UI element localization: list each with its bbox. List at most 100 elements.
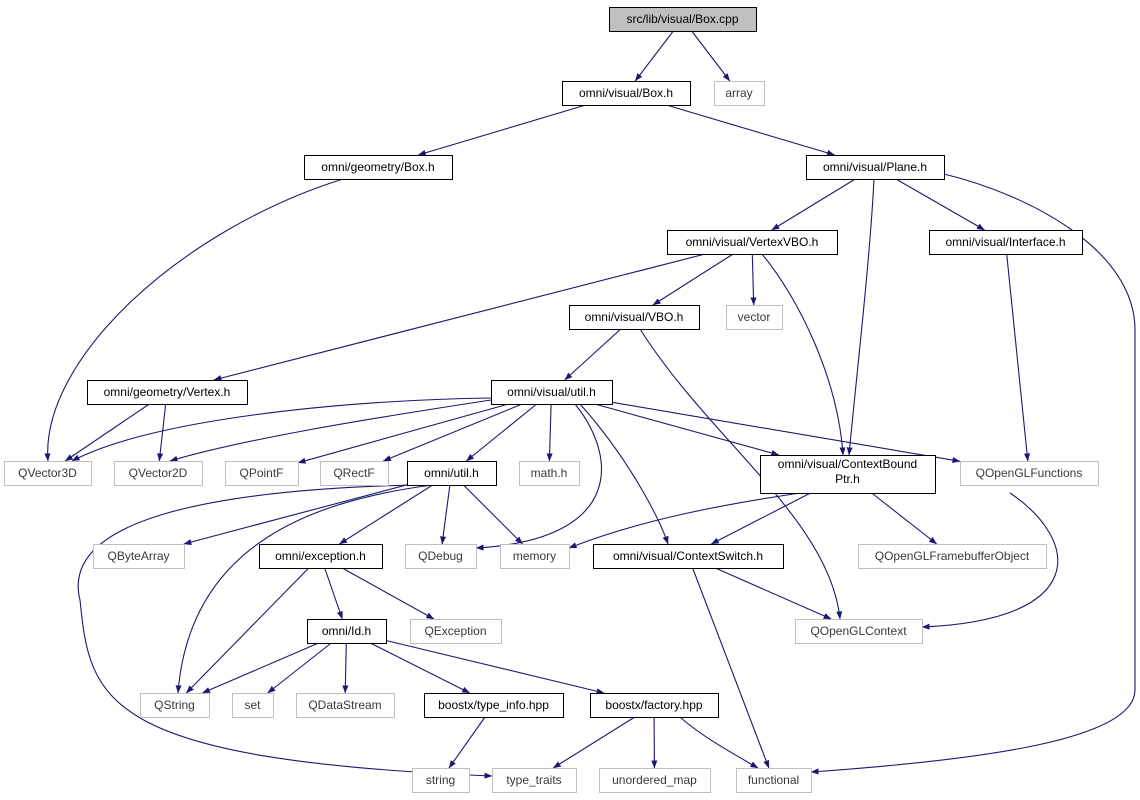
node-label: omni/visual/util.h <box>507 385 596 399</box>
node-label: omni/visual/Plane.h <box>823 160 927 174</box>
node-string: string <box>412 768 470 793</box>
node-qrectf: QRectF <box>320 461 389 486</box>
node-label: boostx/type_info.hpp <box>438 698 549 712</box>
node-box <box>569 305 700 330</box>
node-box <box>760 455 936 494</box>
node-label: omni/util.h <box>424 466 479 480</box>
node-geom_box[interactable]: omni/geometry/Box.h <box>304 155 453 180</box>
edge-root-to-visual_box <box>634 30 674 82</box>
node-visual_util[interactable]: omni/visual/util.h <box>491 380 613 405</box>
node-qdebug: QDebug <box>405 544 477 569</box>
node-label: QException <box>424 624 486 638</box>
edge-exception-to-qexception <box>341 567 435 620</box>
edge-geom_vertex-to-qvector3d <box>64 403 150 462</box>
node-layer: src/lib/visual/Box.cpp omni/visual/Box.h a… <box>4 7 1099 793</box>
node-vertexvbo[interactable]: omni/visual/VertexVBO.h <box>667 230 838 255</box>
node-box <box>806 155 945 180</box>
edge-omni_util-to-qdebug <box>440 484 451 545</box>
node-functional: functional <box>736 768 812 793</box>
edge-contextbound-to-contextswitch <box>710 492 811 545</box>
node-label: array <box>725 86 752 100</box>
edge-vertexvbo-to-vbo <box>652 253 734 306</box>
edge-plane-to-interface <box>895 178 985 231</box>
node-box <box>795 619 923 644</box>
edge-interface-to-qopenglfunctions <box>1006 253 1031 462</box>
edge-contextswitch-to-qopenglcontext <box>715 567 832 620</box>
node-vbo[interactable]: omni/visual/VBO.h <box>569 305 700 330</box>
node-label: boostx/factory.hpp <box>605 698 702 712</box>
node-box <box>320 461 389 486</box>
edge-omni_id-to-factory <box>385 639 605 695</box>
node-box <box>929 230 1083 255</box>
node-box <box>609 7 757 32</box>
edge-visual_box-to-plane <box>666 104 835 156</box>
node-box <box>304 155 453 180</box>
node-label: omni/visual/VertexVBO.h <box>686 235 819 249</box>
edge-vertexvbo-to-vector <box>750 253 757 306</box>
edge-visual_box-to-geom_box <box>417 104 586 156</box>
node-box <box>858 544 1047 569</box>
node-geom_vertex[interactable]: omni/geometry/Vertex.h <box>87 380 248 405</box>
edge-visual_util-to-math <box>546 403 553 462</box>
node-interface[interactable]: omni/visual/Interface.h <box>929 230 1083 255</box>
node-label: QVector3D <box>18 466 77 480</box>
node-box <box>307 619 387 644</box>
node-label: QDataStream <box>308 698 381 712</box>
node-array: array <box>714 81 765 106</box>
node-box <box>225 461 299 486</box>
node-memory: memory <box>500 544 570 569</box>
edge-plane-to-vertexvbo <box>771 178 856 231</box>
node-box <box>599 768 711 793</box>
node-box <box>87 380 248 405</box>
node-box <box>590 693 719 718</box>
node-label: QOpenGLFramebufferObject <box>875 549 1030 563</box>
node-box <box>412 768 470 793</box>
node-math: math.h <box>519 461 580 486</box>
edge-contextbound-to-qfbo <box>871 492 938 545</box>
node-visual_box[interactable]: omni/visual/Box.h <box>562 81 691 106</box>
node-label: QVector2D <box>129 466 188 480</box>
node-vector: vector <box>726 305 783 330</box>
node-label: omni/visual/ContextSwitch.h <box>613 549 763 563</box>
node-box <box>492 768 577 793</box>
node-label: type_traits <box>506 773 561 787</box>
node-label: omni/visual/Box.h <box>579 86 673 100</box>
edge-omni_util-to-exception <box>339 484 433 545</box>
node-root[interactable]: src/lib/visual/Box.cpp <box>609 7 757 32</box>
node-label: QPointF <box>239 466 283 480</box>
node-box <box>296 693 395 718</box>
edge-omni_util-to-typetraits <box>77 484 493 779</box>
node-qexception: QException <box>410 619 502 644</box>
node-typeinfo[interactable]: boostx/type_info.hpp <box>424 693 564 718</box>
node-factory[interactable]: boostx/factory.hpp <box>590 693 719 718</box>
node-label: QDebug <box>418 549 463 563</box>
edge-visual_util-to-qdebug <box>475 403 602 551</box>
node-qdatastream: QDataStream <box>296 693 395 718</box>
node-exception[interactable]: omni/exception.h <box>259 544 383 569</box>
node-plane[interactable]: omni/visual/Plane.h <box>806 155 945 180</box>
edge-plane-to-functional <box>810 173 1136 775</box>
node-qfbo: QOpenGLFramebufferObject <box>858 544 1047 569</box>
edge-geom_box-to-qvector3d <box>44 178 344 462</box>
edge-contextbound-to-memory <box>568 492 801 549</box>
edge-root-to-array <box>691 30 731 82</box>
node-qpointf: QPointF <box>225 461 299 486</box>
node-omni_id[interactable]: omni/Id.h <box>307 619 387 644</box>
node-contextswitch[interactable]: omni/visual/ContextSwitch.h <box>593 544 784 569</box>
node-box <box>726 305 783 330</box>
node-box <box>519 461 580 486</box>
node-omni_util[interactable]: omni/util.h <box>407 461 497 486</box>
node-qstring: QString <box>140 693 210 718</box>
edge-vbo-to-visual_util <box>564 328 622 381</box>
edge-visual_util-to-qrectf <box>382 403 523 462</box>
node-box <box>562 81 691 106</box>
edge-omni_id-to-qstring <box>202 642 319 694</box>
node-box <box>714 81 765 106</box>
edge-vertexvbo-to-geom_vertex <box>213 253 706 382</box>
node-box <box>4 461 92 486</box>
node-unorderedmap: unordered_map <box>599 768 711 793</box>
edge-omni_util-to-qbytearray <box>183 484 408 545</box>
edge-omni_id-to-qdatastream <box>342 642 349 694</box>
edge-omni_id-to-typeinfo <box>370 642 471 694</box>
